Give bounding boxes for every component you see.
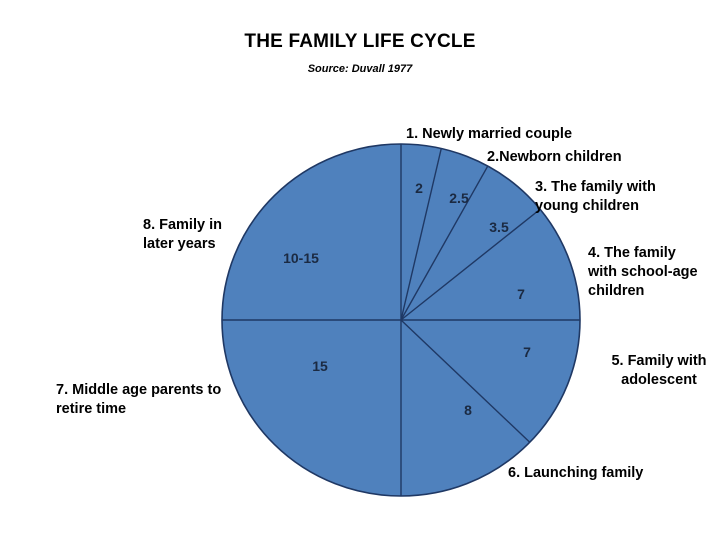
- page-title: THE FAMILY LIFE CYCLE: [244, 31, 476, 52]
- slice-value-3: 3.5: [489, 219, 509, 235]
- callout-3-line-1: 3. The family with: [535, 179, 656, 195]
- callout-8: 8. Family in later years: [143, 216, 222, 254]
- callout-5-line-2: adolescent: [621, 372, 697, 388]
- slice-value-2: 2.5: [449, 190, 469, 206]
- callout-7: 7. Middle age parents to retire time: [56, 381, 221, 419]
- callout-4-line-3: children: [588, 283, 645, 299]
- callout-3-line-2: young children: [535, 198, 639, 214]
- callout-1: 1. Newly married couple: [406, 125, 572, 144]
- source-citation: Source: Duvall 1977: [307, 63, 413, 75]
- pie-slice-group: [221, 143, 581, 497]
- callout-2: 2.Newborn children: [487, 148, 622, 167]
- callout-4-line-2: with school-age: [588, 264, 698, 280]
- callout-4-line-1: 4. The family: [588, 245, 676, 261]
- pie-slice-divider-3: [400, 165, 489, 321]
- callout-6: 6. Launching family: [508, 464, 643, 483]
- pie-slice-divider-2: [400, 148, 442, 321]
- callout-5: 5. Family with adolescent: [600, 352, 718, 390]
- callout-3: 3. The family with young children: [535, 178, 656, 216]
- callout-4: 4. The family with school-age children: [588, 244, 698, 301]
- pie-slice-divider-6: [400, 319, 531, 443]
- callout-6-line-1: 6. Launching family: [508, 465, 644, 481]
- slice-value-4: 7: [517, 286, 525, 302]
- slice-value-6: 8: [464, 402, 472, 418]
- pie-slice-divider-4: [400, 208, 541, 321]
- callout-2-line-1: 2.Newborn children: [487, 149, 622, 165]
- callout-1-line-1: 1. Newly married couple: [406, 126, 573, 142]
- callout-8-line-1: 8. Family in: [143, 217, 222, 233]
- callout-5-line-1: 5. Family with: [611, 353, 707, 369]
- slice-value-1: 2: [415, 180, 423, 196]
- callout-7-line-2: retire time: [56, 401, 127, 417]
- slice-value-5: 7: [523, 344, 531, 360]
- callout-7-line-1: 7. Middle age parents to: [56, 382, 222, 398]
- slice-value-7: 15: [312, 358, 328, 374]
- slice-value-8: 10-15: [283, 250, 319, 266]
- callout-8-line-2: later years: [143, 236, 216, 252]
